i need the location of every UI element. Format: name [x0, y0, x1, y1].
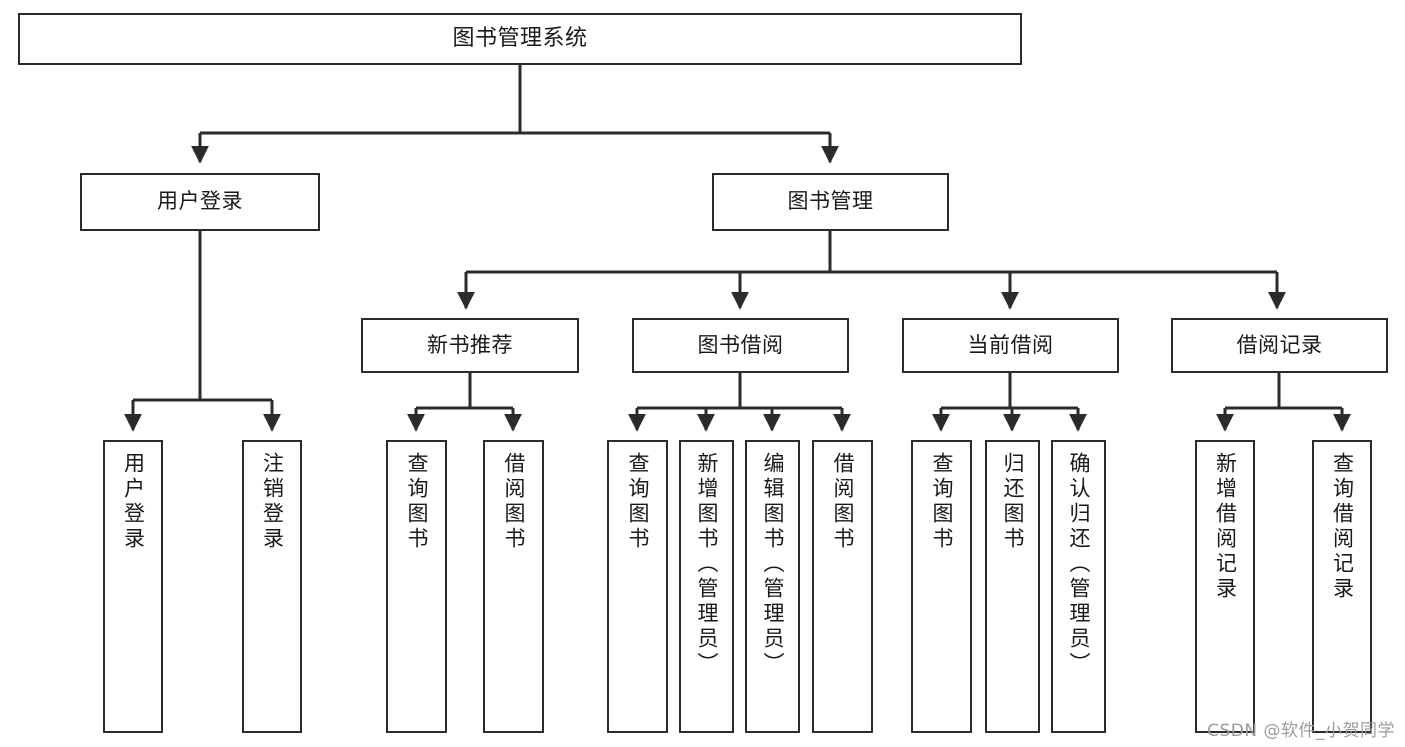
leaf-label: 确认归还（管理员） — [1067, 452, 1091, 677]
leaf-label: 编辑图书（管理员） — [761, 452, 785, 677]
leaf-label: 用户登录 — [121, 452, 146, 552]
node-root-system[interactable]: 图书管理系统 — [18, 13, 1022, 65]
node-user-login[interactable]: 用户登录 — [80, 173, 320, 231]
node-leaf-query-book-3[interactable]: 查询图书 — [911, 440, 972, 733]
leaf-label: 查询图书 — [626, 452, 650, 552]
node-book-manage[interactable]: 图书管理 — [712, 173, 949, 231]
node-leaf-add-book-admin[interactable]: 新增图书（管理员） — [679, 440, 734, 733]
leaf-label: 借阅图书 — [831, 452, 855, 552]
node-leaf-user-login[interactable]: 用户登录 — [103, 440, 163, 733]
node-leaf-confirm-return-admin[interactable]: 确认归还（管理员） — [1051, 440, 1106, 733]
node-borrow-record[interactable]: 借阅记录 — [1171, 318, 1388, 373]
node-new-book-recommend[interactable]: 新书推荐 — [361, 318, 579, 373]
node-leaf-borrow-book-1[interactable]: 借阅图书 — [483, 440, 544, 733]
leaf-label: 注销登录 — [260, 452, 285, 552]
node-leaf-add-borrow-record[interactable]: 新增借阅记录 — [1195, 440, 1255, 733]
node-leaf-query-book-2[interactable]: 查询图书 — [607, 440, 668, 733]
leaf-label: 借阅图书 — [502, 452, 526, 552]
leaf-label: 查询借阅记录 — [1330, 452, 1355, 602]
node-leaf-user-logout[interactable]: 注销登录 — [242, 440, 302, 733]
leaf-label: 查询图书 — [930, 452, 954, 552]
csdn-watermark: CSDN @软件_小贺同学 — [1207, 721, 1395, 741]
leaf-label: 新增图书（管理员） — [695, 452, 719, 677]
node-current-borrow[interactable]: 当前借阅 — [902, 318, 1119, 373]
leaf-label: 查询图书 — [405, 452, 429, 552]
node-book-borrow[interactable]: 图书借阅 — [632, 318, 849, 373]
node-leaf-query-book-1[interactable]: 查询图书 — [386, 440, 447, 733]
node-leaf-return-book[interactable]: 归还图书 — [985, 440, 1040, 733]
leaf-label: 新增借阅记录 — [1213, 452, 1238, 602]
node-leaf-query-borrow-record[interactable]: 查询借阅记录 — [1312, 440, 1372, 733]
leaf-label: 归还图书 — [1001, 452, 1025, 552]
node-leaf-borrow-book-2[interactable]: 借阅图书 — [812, 440, 873, 733]
node-leaf-edit-book-admin[interactable]: 编辑图书（管理员） — [745, 440, 800, 733]
